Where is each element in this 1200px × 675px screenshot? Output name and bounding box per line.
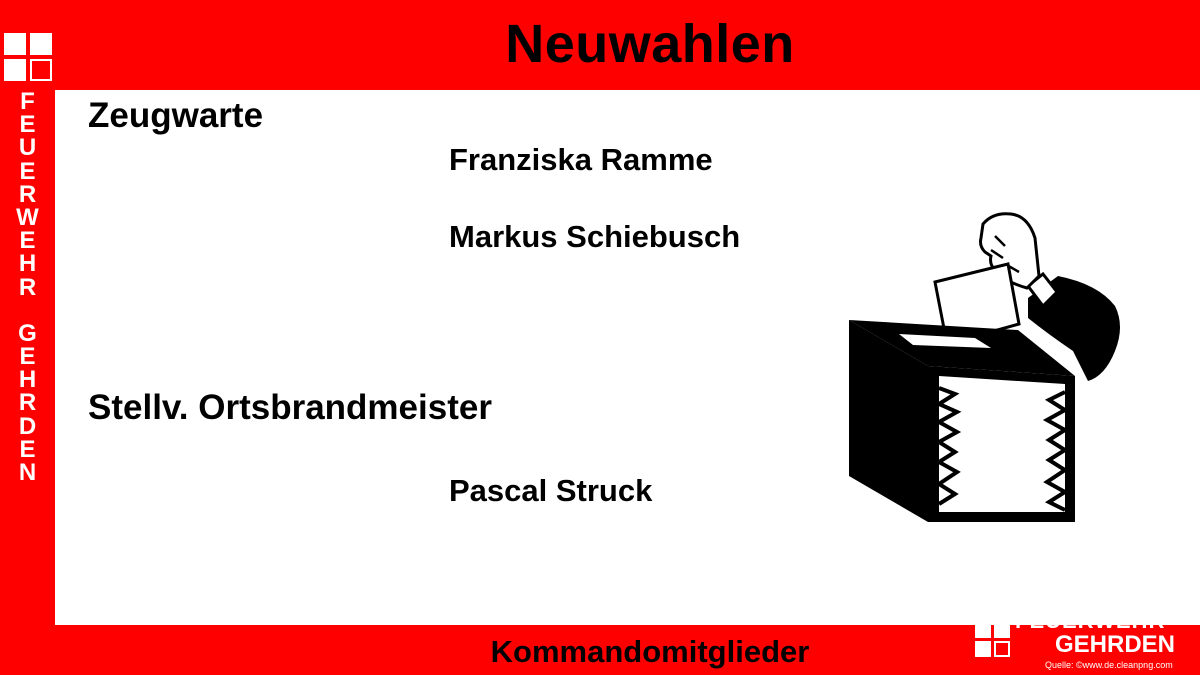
footer-logo-line1: FEUERWEHR <box>1015 608 1166 633</box>
ballot-box-icon <box>849 212 1120 522</box>
section-heading-stellv-ortsbrandmeister: Stellv. Ortsbrandmeister <box>88 388 492 427</box>
vertical-brand-text: F E U E R W E H R G E H R D E N <box>16 88 39 486</box>
footer-logo-line2: GEHRDEN <box>1055 631 1176 658</box>
image-source-note: Quelle: ©www.de.cleanpng.com <box>1045 660 1173 670</box>
name-item: Franziska Ramme <box>449 142 713 177</box>
logo-squares-icon <box>4 33 52 81</box>
name-item: Pascal Struck <box>449 473 653 508</box>
page-title: Neuwahlen <box>505 14 795 74</box>
left-strip: F E U E R W E H R G E H R D E N <box>0 0 55 675</box>
section-heading-zeugwarte: Zeugwarte <box>88 96 264 135</box>
name-item: Markus Schiebusch <box>449 219 741 254</box>
footer-logo: FEUERWEHR GEHRDEN <box>975 610 1200 662</box>
footer-title: Kommandomitglieder <box>490 634 810 669</box>
header-bar <box>0 0 1200 90</box>
